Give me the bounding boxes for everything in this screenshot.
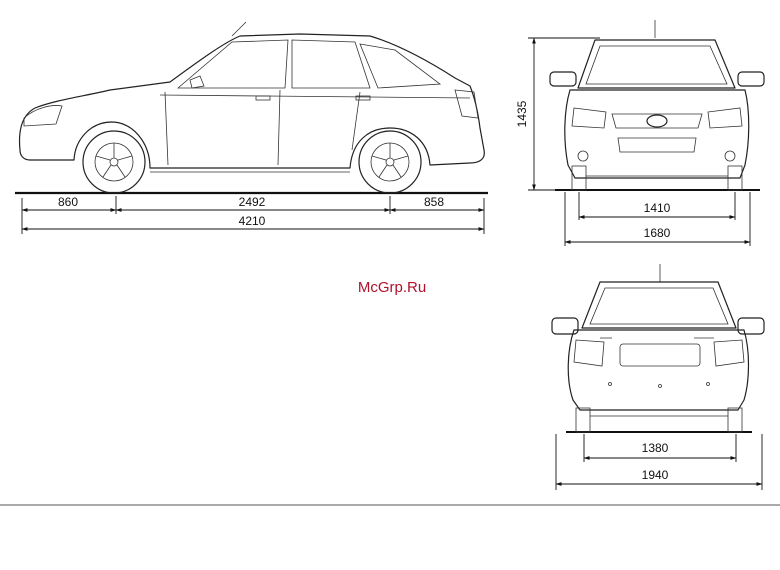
height-label: 1435 [515,100,529,127]
width-label: 1680 [644,226,671,240]
wheelbase-label: 2492 [239,195,266,209]
watermark: McGrp.Ru [358,279,426,296]
lada-logo-icon [646,114,668,128]
antenna-icon [231,21,247,37]
front-dimensions: 1435 1410 1680 [515,37,751,246]
side-view-car [15,21,488,195]
front-view-car [549,20,765,191]
rear-track-label: 1380 [642,441,669,455]
front-track-label: 1410 [644,201,671,215]
overall-length-label: 4210 [239,214,266,228]
rear-overhang-label: 858 [424,195,444,209]
side-dimensions: 860 2492 858 4210 [21,195,485,234]
rear-view-car [551,264,765,433]
front-overhang-label: 860 [58,195,78,209]
width-mirrors-label: 1940 [642,468,669,482]
wheel-icon [358,130,422,194]
rear-dimensions: 1380 1940 [555,434,763,490]
wheel-icon [82,130,146,194]
